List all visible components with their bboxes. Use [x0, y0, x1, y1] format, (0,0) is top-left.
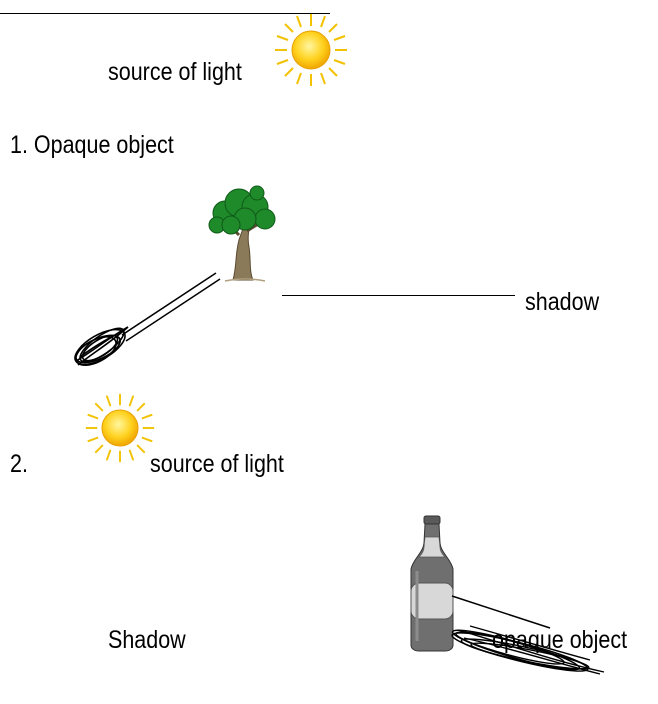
sun-icon — [275, 14, 347, 86]
shadow-scribble-icon — [74, 272, 221, 366]
opaque-object-label: opaque object — [492, 626, 628, 654]
bottle-icon — [410, 515, 454, 652]
shadow-pointer-line — [282, 295, 515, 296]
shadow-scribble-icon — [451, 595, 605, 675]
shadow-label-1: shadow — [525, 288, 600, 316]
light-source-label-2: source of light — [150, 450, 284, 478]
top-rule — [0, 13, 330, 14]
sun-icon — [85, 393, 155, 463]
shadow-label-2: Shadow — [108, 626, 186, 654]
item-number-2: 2. — [10, 450, 28, 478]
heading-opaque-object: 1. Opaque object — [10, 131, 174, 159]
tree-icon — [208, 185, 276, 282]
light-source-label-1: source of light — [108, 58, 242, 86]
